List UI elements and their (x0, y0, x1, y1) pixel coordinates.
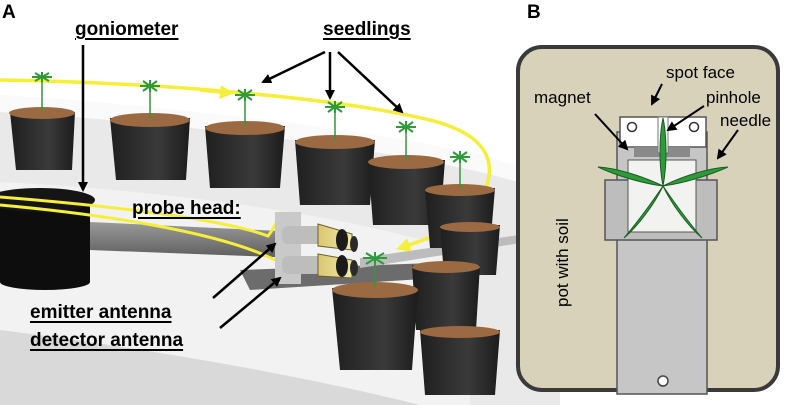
panel-b-diagram (516, 45, 780, 395)
pot-9 (420, 326, 500, 395)
spot-face-arrow (651, 83, 663, 106)
probe-head (275, 212, 358, 284)
label-pot-with-soil: pot with soil (553, 218, 572, 307)
pot-2 (110, 80, 190, 180)
inner-platform-edge (0, 330, 420, 405)
seedling-arrow-3 (337, 51, 404, 114)
label-seedlings: seedlings (323, 19, 411, 40)
detector-arrow (219, 276, 282, 329)
label-spot-face: spot face (666, 63, 735, 82)
cable-detector (0, 203, 276, 262)
label-emitter-antenna: emitter antenna (30, 302, 172, 323)
needle-arrow (716, 129, 739, 160)
seedling-arrow-1 (261, 50, 326, 84)
pot-4 (295, 101, 375, 205)
bottom-hole (657, 375, 669, 387)
pot-5 (368, 121, 445, 225)
seedling-star (597, 117, 729, 239)
seedling-pots (9, 72, 500, 395)
pot-3 (205, 89, 285, 188)
annotation-arrows-b (594, 83, 739, 160)
label-goniometer: goniometer (75, 19, 179, 40)
pinhole-arrow (666, 105, 705, 132)
label-probe-head: probe head: (132, 198, 241, 219)
label-magnet: magnet (534, 88, 591, 107)
panel-b-letter: B (527, 2, 541, 23)
magnet-arrow (594, 113, 629, 151)
screw-right (688, 121, 700, 133)
beam-arrow-mid (199, 85, 234, 99)
emitter-arrow (212, 242, 277, 299)
label-detector-antenna: detector antenna (30, 330, 184, 351)
pot-8 (412, 261, 480, 330)
pot-front (332, 252, 418, 370)
annotation-arrows-a (78, 45, 404, 329)
screw-left (626, 121, 638, 133)
label-pinhole: pinhole (706, 88, 761, 107)
label-needle: needle (720, 111, 772, 130)
pot-1 (9, 72, 75, 170)
panel-a-letter: A (2, 2, 16, 23)
